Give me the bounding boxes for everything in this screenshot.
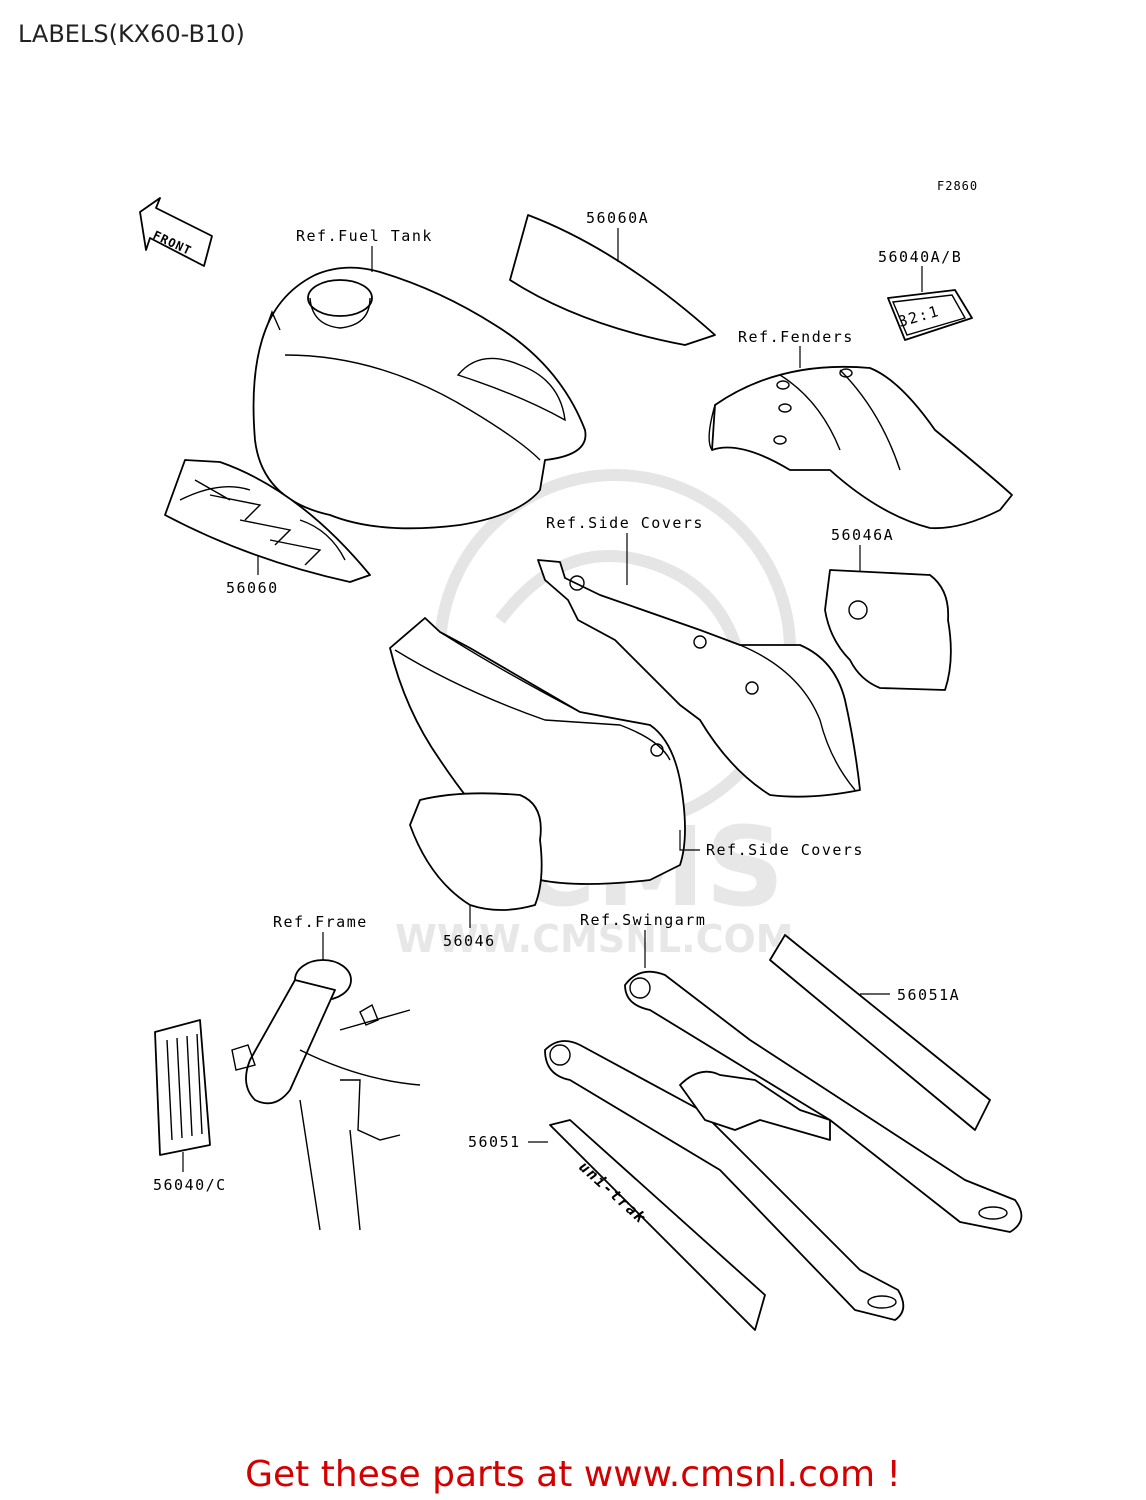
label-ref-side-covers-top: Ref.Side Covers [546,514,704,532]
page-title: LABELS(KX60-B10) [18,20,245,48]
side-cover-upper [537,559,861,798]
label-56046: 56046 [443,932,496,950]
footer-promo-text: Get these parts at www.cmsnl.com ! [245,1454,901,1495]
decal-56051A [769,934,991,1131]
frame [231,959,421,1231]
rear-fender [708,365,1013,530]
watermark-mascot [495,550,746,662]
decal-56046 [409,792,543,911]
fuel-tank [252,266,587,530]
label-56060A: 56060A [586,209,649,227]
label-ref-fenders: Ref.Fenders [738,328,854,346]
label-ref-side-covers-bottom: Ref.Side Covers [706,841,864,859]
label-ref-frame: Ref.Frame [273,913,368,931]
label-56051A: 56051A [897,986,960,1004]
figure-code: F2860 [937,179,978,193]
decal-56046A-hole [848,600,868,620]
label-56060: 56060 [226,579,279,597]
front-arrow-icon: FRONT [139,197,213,267]
decal-56060A [509,214,716,346]
label-56046A: 56046A [831,526,894,544]
side-cover-lower [389,617,686,885]
swingarm [544,970,1023,1321]
decal-56040C [154,1019,211,1156]
decal-56060 [164,459,371,583]
label-56040A-B: 56040A/B [878,248,962,266]
decal-56040A-B: 32:1 [887,289,973,341]
parts-diagram: CMS WWW.CMSNL.COM F2860 FRONT 32:1 [139,179,1023,1331]
label-56051: 56051 [468,1133,521,1151]
watermark-url: WWW.CMSNL.COM [395,917,794,961]
label-ref-fuel-tank: Ref.Fuel Tank [296,227,433,245]
label-ref-swingarm: Ref.Swingarm [580,911,706,929]
leader-lines [182,228,923,1172]
label-56040-C: 56040/C [153,1176,227,1194]
decal-56046A [824,569,952,691]
